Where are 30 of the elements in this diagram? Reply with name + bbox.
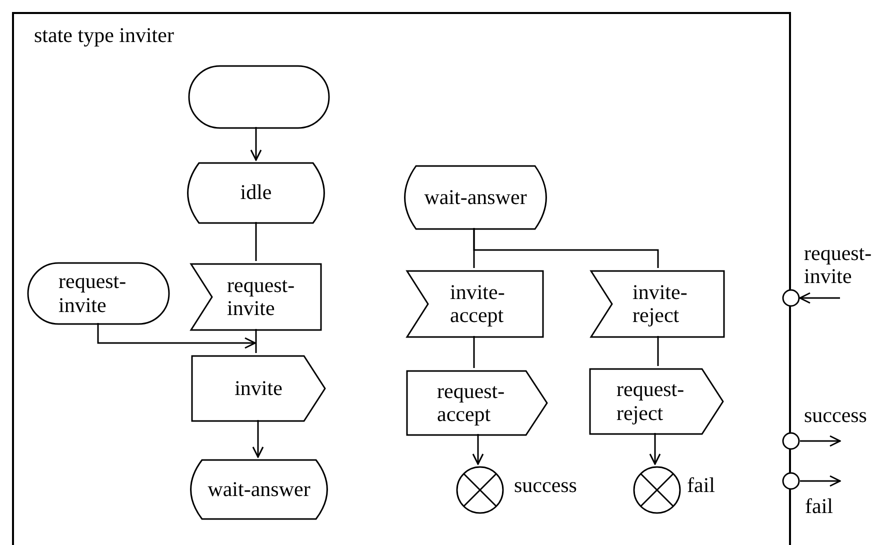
node-caption: fail: [805, 495, 833, 518]
node-caption: fail: [687, 474, 716, 498]
node-caption: success: [514, 474, 578, 498]
node-caption: request-invite: [804, 242, 873, 288]
arrow: [252, 420, 264, 458]
arrow: [472, 434, 484, 465]
arrow: [250, 127, 262, 161]
node-label: wait-answer: [424, 186, 527, 210]
arrow: [649, 433, 661, 465]
frame-title: state type inviter: [34, 22, 174, 48]
connector-line: [473, 228, 659, 268]
connector-line: [255, 329, 257, 353]
node-label: invite: [234, 376, 282, 400]
arrow: [800, 435, 841, 447]
node-label: idle: [240, 181, 272, 205]
connector-line: [255, 222, 257, 261]
node-label: invite-reject: [632, 280, 688, 328]
node-label: request-reject: [616, 378, 686, 425]
node-caption: success: [804, 404, 868, 428]
node-label: request-accept: [437, 380, 506, 426]
node-label: wait-answer: [208, 478, 310, 502]
arrow: [800, 475, 841, 487]
connector-line: [473, 336, 475, 368]
arrow: [799, 292, 840, 304]
arrow: [97, 323, 256, 349]
node-label: request-invite: [227, 274, 296, 320]
node-label: request-invite: [58, 270, 128, 317]
connector-line: [657, 336, 659, 366]
node-label: invite-accept: [450, 280, 506, 328]
frame: [12, 12, 791, 545]
